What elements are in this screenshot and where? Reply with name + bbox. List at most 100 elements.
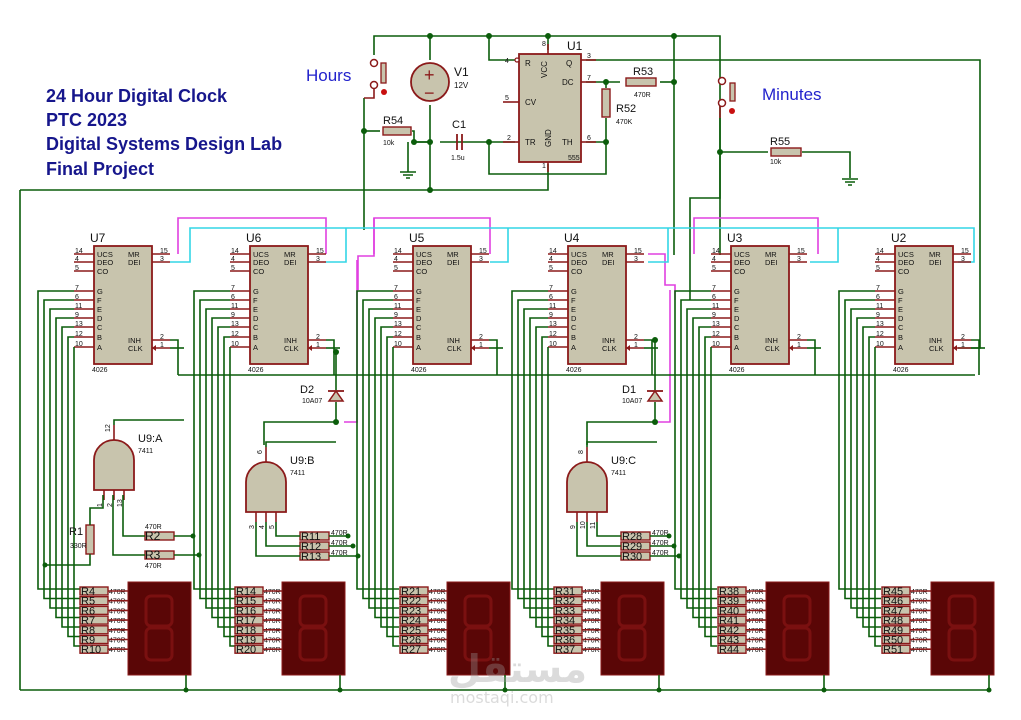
pin-name: F xyxy=(898,296,903,305)
pin-number: 13 xyxy=(394,321,402,328)
pin-number: 3 xyxy=(634,256,638,263)
pin-name: B xyxy=(898,333,903,342)
ground-icon xyxy=(400,171,416,179)
resistor-ref: R24 xyxy=(401,615,421,627)
pin-number: 11 xyxy=(876,303,883,310)
resistor-ref: R14 xyxy=(236,586,256,598)
resistor-value: 470R xyxy=(583,599,600,606)
u1-pinnum-7: 7 xyxy=(587,75,591,82)
pin-number: 7 xyxy=(712,285,716,292)
resistor-value: 470R xyxy=(652,550,669,557)
resistor-value: 470R xyxy=(429,608,446,615)
pin-number: 10 xyxy=(712,341,720,348)
resistor-ref: R18 xyxy=(236,625,256,637)
r53-value: 470R xyxy=(634,92,651,99)
gate-part: 7411 xyxy=(611,470,626,477)
pin-name: D xyxy=(898,314,904,323)
pin-number: 13 xyxy=(75,321,83,328)
resistor-ref: R48 xyxy=(883,615,903,627)
gate-ref: U9:C xyxy=(611,455,636,467)
pin-name: CO xyxy=(571,267,582,276)
pin-number: 7 xyxy=(394,285,398,292)
pin-number: 12 xyxy=(231,331,239,338)
u1-pinnum-4: 4 xyxy=(505,58,509,65)
resistor-value: 470R xyxy=(109,618,126,625)
pin-name: CLK xyxy=(765,344,780,353)
resistor-ref: R42 xyxy=(719,625,739,637)
pin-number: 6 xyxy=(876,294,880,301)
pin-name: C xyxy=(898,323,904,332)
gate-input-pin: 9 xyxy=(570,525,577,529)
resistor-value: 470R xyxy=(264,647,281,654)
resistor-ref: R19 xyxy=(236,635,256,647)
minutes-push-button[interactable] xyxy=(717,76,736,119)
pin-name: G xyxy=(571,287,577,296)
resistor-ref: R31 xyxy=(555,586,575,598)
pin-name: CO xyxy=(416,267,427,276)
title-block: 24 Hour Digital Clock PTC 2023 Digital S… xyxy=(46,86,282,179)
pin-name: E xyxy=(97,305,102,314)
resistor-value: 470R xyxy=(264,628,281,635)
pin-number: 9 xyxy=(549,312,553,319)
pin-number: 13 xyxy=(712,321,720,328)
u1-pin-tr: TR xyxy=(525,138,536,147)
pin-number: 5 xyxy=(876,265,880,272)
pin-name: E xyxy=(734,305,739,314)
d1-ref: D1 xyxy=(622,384,636,396)
pin-number: 1 xyxy=(797,342,801,349)
pin-name: A xyxy=(416,343,421,352)
resistor-value: 470R xyxy=(264,608,281,615)
resistor-ref: R23 xyxy=(401,605,421,617)
gate-ref: U9:A xyxy=(138,433,163,445)
pin-number: 6 xyxy=(75,294,79,301)
resistor-ref: R50 xyxy=(883,635,903,647)
pin-name: CO xyxy=(253,267,264,276)
pin-name: A xyxy=(97,343,102,352)
resistor-value: 470R xyxy=(429,589,446,596)
pin-number: 10 xyxy=(549,341,557,348)
resistor-value: 470R xyxy=(109,589,126,596)
pin-number: 15 xyxy=(160,248,168,255)
pin-name: G xyxy=(416,287,422,296)
pin-number: 2 xyxy=(961,334,965,341)
resistor-ref: R46 xyxy=(883,596,903,608)
resistor-value: 470R xyxy=(911,647,928,654)
resistor-value: 470R xyxy=(429,647,446,654)
pin-number: 5 xyxy=(549,265,553,272)
resistor-value: 470R xyxy=(109,608,126,615)
pin-number: 9 xyxy=(876,312,880,319)
counter-part: 4026 xyxy=(92,367,108,374)
pin-name: UCS xyxy=(734,250,750,259)
gate-input-pin: 13 xyxy=(117,499,124,507)
resistor-value: 470R xyxy=(911,628,928,635)
hours-push-button[interactable] xyxy=(364,58,387,99)
pin-number: 1 xyxy=(961,342,965,349)
pin-number: 5 xyxy=(75,265,79,272)
pin-number: 15 xyxy=(634,248,642,255)
resistor-value: 470R xyxy=(911,638,928,645)
pin-number: 12 xyxy=(876,331,884,338)
resistor-r52: R52 470K xyxy=(601,88,636,126)
gate-part: 7411 xyxy=(290,470,305,477)
resistor-ref: R28 xyxy=(622,531,642,543)
resistor-r54: R54 10k xyxy=(382,115,412,147)
counter-part: 4026 xyxy=(729,367,745,374)
pin-number: 6 xyxy=(394,294,398,301)
seven-segment-display xyxy=(765,581,830,693)
resistor-value: 470R xyxy=(583,618,600,625)
pin-name: UCS xyxy=(97,250,113,259)
pin-name: C xyxy=(734,323,740,332)
pin-number: 2 xyxy=(160,334,164,341)
pin-name: F xyxy=(253,296,258,305)
resistor-ref: R13 xyxy=(301,551,321,563)
pin-name: INH xyxy=(602,336,615,345)
r55-value: 10k xyxy=(770,159,782,166)
pin-name: C xyxy=(416,323,422,332)
r1-ref: R1 xyxy=(69,526,83,538)
pin-number: 14 xyxy=(394,248,402,255)
pin-number: 1 xyxy=(634,342,638,349)
